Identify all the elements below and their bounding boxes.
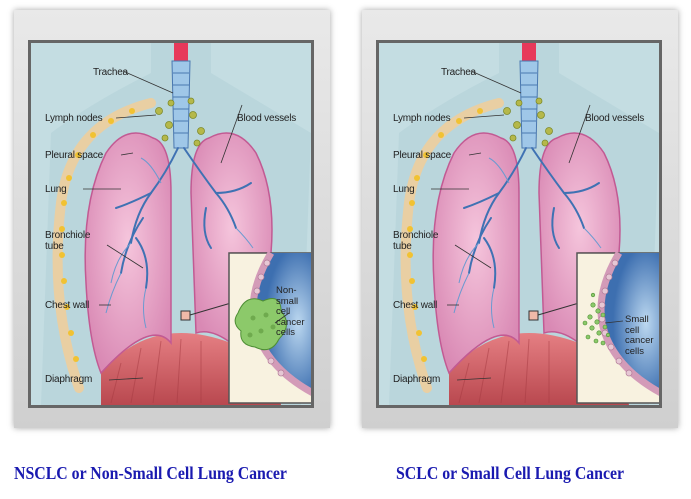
nsclc-diagram-frame: Trachea Lymph nodes Blood vessels Pleura… — [14, 10, 330, 428]
lung-anatomy-drawing — [379, 43, 659, 405]
sclc-lung-illustration: Trachea Lymph nodes Blood vessels Pleura… — [376, 40, 662, 408]
label-diaphragm: Diaphragm — [45, 374, 92, 385]
label-chest-wall: Chest wall — [393, 300, 437, 311]
label-blood-vessels: Blood vessels — [237, 113, 296, 124]
label-bronchiole-tube: Bronchiole tube — [45, 230, 90, 252]
lung-anatomy-drawing — [31, 43, 311, 405]
label-trachea: Trachea — [93, 67, 128, 78]
label-lymph-nodes: Lymph nodes — [393, 113, 450, 124]
nsclc-lung-illustration: Trachea Lymph nodes Blood vessels Pleura… — [28, 40, 314, 408]
label-trachea: Trachea — [441, 67, 476, 78]
caption-sclc: SCLC or Small Cell Lung Cancer — [396, 463, 624, 484]
inset-label-cancer-cells: Non-small cell cancer cells — [276, 286, 311, 339]
label-pleural-space: Pleural space — [45, 150, 103, 161]
label-chest-wall: Chest wall — [45, 300, 89, 311]
label-lymph-nodes: Lymph nodes — [45, 113, 102, 124]
inset-label-cancer-cells: Small cell cancer cells — [625, 315, 659, 357]
label-bronchiole-tube: Bronchiole tube — [393, 230, 438, 252]
label-lung: Lung — [393, 184, 414, 195]
label-pleural-space: Pleural space — [393, 150, 451, 161]
label-diaphragm: Diaphragm — [393, 374, 440, 385]
caption-nsclc: NSCLC or Non-Small Cell Lung Cancer — [14, 463, 287, 484]
label-lung: Lung — [45, 184, 66, 195]
label-blood-vessels: Blood vessels — [585, 113, 644, 124]
sclc-diagram-frame: Trachea Lymph nodes Blood vessels Pleura… — [362, 10, 678, 428]
